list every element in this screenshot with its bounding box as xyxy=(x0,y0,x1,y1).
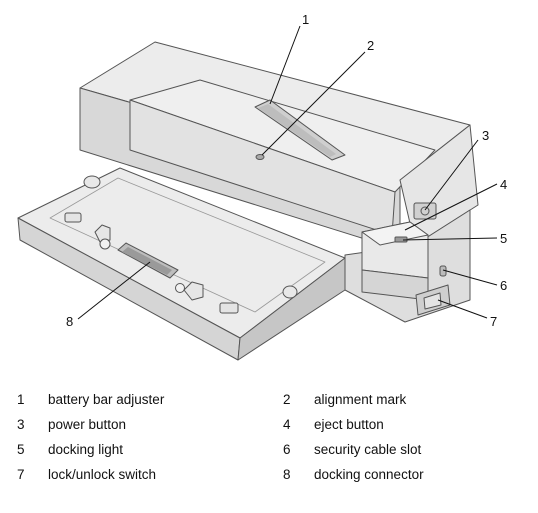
power-button xyxy=(413,202,437,220)
docking-station-illustration: 1 2 3 4 5 6 7 8 xyxy=(17,12,507,361)
guide-pin-right xyxy=(183,281,204,301)
callout-number-4: 4 xyxy=(500,177,507,192)
tray-bump-left xyxy=(83,175,101,189)
tray-pad-left xyxy=(64,212,82,223)
callout-number-2: 2 xyxy=(367,38,374,53)
callout-number-6: 6 xyxy=(500,278,507,293)
callout-line-6 xyxy=(442,269,498,286)
legend: 1 battery bar adjuster 2 alignment mark … xyxy=(0,392,538,502)
legend-row: 7 lock/unlock switch 8 docking connector xyxy=(0,467,538,489)
callout-number-8: 8 xyxy=(66,314,73,329)
legend-label: docking connector xyxy=(314,467,424,482)
legend-number: 4 xyxy=(283,417,291,432)
legend-number: 8 xyxy=(283,467,291,482)
tray-pad-right xyxy=(219,302,239,314)
legend-label: eject button xyxy=(314,417,384,432)
callout-line-3 xyxy=(424,139,479,211)
callout-number-1: 1 xyxy=(302,12,309,27)
legend-label: alignment mark xyxy=(314,392,407,407)
callout-number-5: 5 xyxy=(500,231,507,246)
guide-pin-left xyxy=(94,224,111,243)
callout-line-4 xyxy=(404,183,498,231)
legend-number: 2 xyxy=(283,392,291,407)
callout-line-1 xyxy=(269,25,301,105)
callout-line-8 xyxy=(77,261,151,320)
alignment-mark xyxy=(255,154,265,160)
callout-line-2 xyxy=(261,51,366,156)
callout-line-5 xyxy=(402,237,498,241)
legend-number: 6 xyxy=(283,442,291,457)
legend-row: 1 battery bar adjuster 2 alignment mark xyxy=(0,392,538,414)
legend-label: security cable slot xyxy=(314,442,422,457)
tray-bump-right xyxy=(282,285,298,299)
legend-row: 5 docking light 6 security cable slot xyxy=(0,442,538,464)
callout-number-3: 3 xyxy=(482,128,489,143)
legend-label: battery bar adjuster xyxy=(48,392,165,407)
legend-number: 5 xyxy=(17,442,25,457)
legend-number: 1 xyxy=(17,392,25,407)
legend-row: 3 power button 4 eject button xyxy=(0,417,538,439)
front-tray-side xyxy=(237,257,346,361)
legend-label: docking light xyxy=(48,442,124,457)
legend-label: lock/unlock switch xyxy=(48,467,157,482)
legend-number: 7 xyxy=(17,467,25,482)
legend-number: 3 xyxy=(17,417,25,432)
callout-line-7 xyxy=(437,299,488,319)
legend-label: power button xyxy=(48,417,127,432)
callout-number-7: 7 xyxy=(490,314,497,329)
